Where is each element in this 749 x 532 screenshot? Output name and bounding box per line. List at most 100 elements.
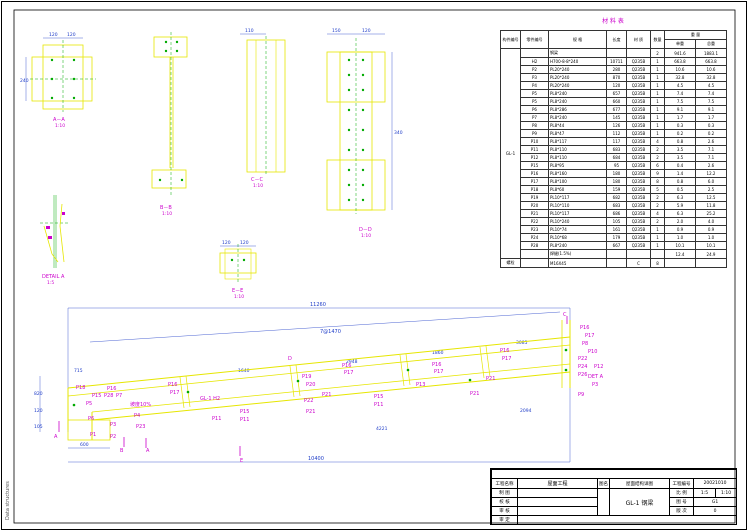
table-cell: 0.9 bbox=[664, 225, 696, 234]
th-weight: 重 量 bbox=[664, 30, 727, 40]
table-cell: 657 bbox=[606, 89, 627, 98]
tb-no-label: 工程编号 bbox=[669, 478, 694, 489]
lbl-p16a: P16 bbox=[107, 386, 116, 392]
table-cell: 7.4 bbox=[664, 89, 696, 98]
table-cell: P7 bbox=[520, 113, 549, 122]
lbl-p1a: P1 bbox=[90, 432, 96, 438]
lbl-p11d: P11 bbox=[374, 402, 383, 408]
table-cell: 280 bbox=[606, 65, 627, 74]
table-cell: Q235B bbox=[626, 225, 651, 234]
table-cell: 682 bbox=[606, 193, 627, 202]
table-cell: 95 bbox=[606, 161, 627, 170]
table-cell: 663.8 bbox=[695, 57, 727, 66]
table-cell: 1 bbox=[650, 65, 665, 74]
table-cell: 12.2 bbox=[695, 169, 727, 178]
table-cell: 1 bbox=[650, 225, 665, 234]
lbl-p7a: P7 bbox=[116, 393, 122, 399]
dim-1860: 1860 bbox=[432, 350, 444, 356]
table-cell: Q235B bbox=[626, 233, 651, 242]
table-cell: 1883.1 bbox=[695, 48, 727, 58]
table-cell: 3.5 bbox=[664, 145, 696, 154]
table-cell: Q235B bbox=[626, 217, 651, 226]
table-cell: 870 bbox=[606, 73, 627, 82]
table-cell: 663.8 bbox=[664, 57, 696, 66]
lbl-p19b: P19 bbox=[302, 374, 311, 380]
lbl-p3f: P3 bbox=[592, 382, 598, 388]
view-detail-a: DETAIL A 1:5 bbox=[40, 195, 70, 286]
tb-scale2: 1:10 bbox=[714, 488, 738, 498]
lbl-p17e: P17 bbox=[502, 356, 511, 362]
table-cell: Q235B bbox=[626, 193, 651, 202]
table-cell: 117 bbox=[606, 137, 627, 146]
bb-label: B－B bbox=[160, 205, 172, 211]
table-cell bbox=[650, 249, 665, 259]
table-cell: 1 bbox=[650, 81, 665, 90]
tb-project-label: 工程名称 bbox=[491, 478, 518, 489]
table-cell: 1 bbox=[650, 121, 665, 130]
table-cell: 683 bbox=[606, 145, 627, 154]
lbl-p13d: P13 bbox=[416, 382, 425, 388]
table-cell: Q235B bbox=[626, 97, 651, 106]
table-cell: 10.1 bbox=[664, 241, 696, 250]
tb-review-label: 审 核 bbox=[491, 506, 518, 516]
tb-drawing-label: 图名 bbox=[597, 478, 610, 489]
table-cell bbox=[606, 48, 627, 58]
table-cell: P15 bbox=[520, 161, 549, 170]
lbl-p21b: P21 bbox=[306, 409, 315, 415]
table-cell: P5 bbox=[520, 97, 549, 106]
lbl-p12f: P12 bbox=[594, 364, 603, 370]
table-cell: PL10*110 bbox=[548, 201, 607, 210]
lbl-p5a: P5 bbox=[86, 401, 92, 407]
tb-scale1: 1:5 bbox=[693, 488, 716, 498]
tb-project: 屋面工程 bbox=[517, 478, 598, 489]
table-cell: Q235B bbox=[626, 73, 651, 82]
table-cell bbox=[606, 249, 627, 259]
bolt-grade: C bbox=[626, 258, 651, 268]
th-qty: 数量 bbox=[650, 30, 665, 49]
lbl-p15a: P15 bbox=[92, 393, 101, 399]
table-cell: Q235B bbox=[626, 161, 651, 170]
dim-4221: 4221 bbox=[376, 426, 388, 432]
table-cell: 1 bbox=[650, 233, 665, 242]
table-cell: PL8*286 bbox=[548, 105, 607, 114]
table-cell: 10.6 bbox=[664, 65, 696, 74]
ee-scale: 1:10 bbox=[234, 294, 244, 300]
aa-dim-left: 240 bbox=[20, 78, 29, 84]
table-cell bbox=[626, 249, 651, 259]
table-cell: Q235B bbox=[626, 105, 651, 114]
lbl-p2a: P2 bbox=[110, 434, 116, 440]
lbl-p15c: P15 bbox=[374, 394, 383, 400]
lbl-p18a: P18 bbox=[76, 385, 85, 391]
table-cell: 3.5 bbox=[664, 153, 696, 162]
table-cell: P8 bbox=[520, 121, 549, 130]
lbl-p6a: P6 bbox=[88, 416, 94, 422]
table-cell bbox=[520, 48, 549, 58]
lbl-p15b: P15 bbox=[240, 409, 249, 415]
lbl-a1: A bbox=[54, 434, 58, 440]
member-cell: GL-1 bbox=[500, 48, 521, 259]
dim-total: 11260 bbox=[310, 302, 326, 308]
tb-sheet-label: 图 号 bbox=[669, 497, 694, 507]
table-cell: Q235B bbox=[626, 65, 651, 74]
table-cell: 6 bbox=[650, 161, 665, 170]
lbl-p16d: P16 bbox=[432, 362, 441, 368]
table-cell: 4.5 bbox=[695, 81, 727, 90]
ee-label: E－E bbox=[232, 288, 243, 294]
table-cell: PL20*240 bbox=[548, 81, 607, 90]
tb-drawing: 屋面结构详图 bbox=[609, 478, 670, 489]
table-cell: 120 bbox=[606, 81, 627, 90]
table-cell: 0.2 bbox=[664, 129, 696, 138]
lbl-p17b: P17 bbox=[170, 390, 179, 396]
dd-dim-side: 340 bbox=[394, 130, 403, 136]
lbl-p22f: P22 bbox=[578, 356, 587, 362]
th-unit-weight: 单重 bbox=[664, 39, 696, 49]
lbl-p4a: P4 bbox=[134, 413, 140, 419]
dim-3085: 3085 bbox=[516, 340, 528, 346]
